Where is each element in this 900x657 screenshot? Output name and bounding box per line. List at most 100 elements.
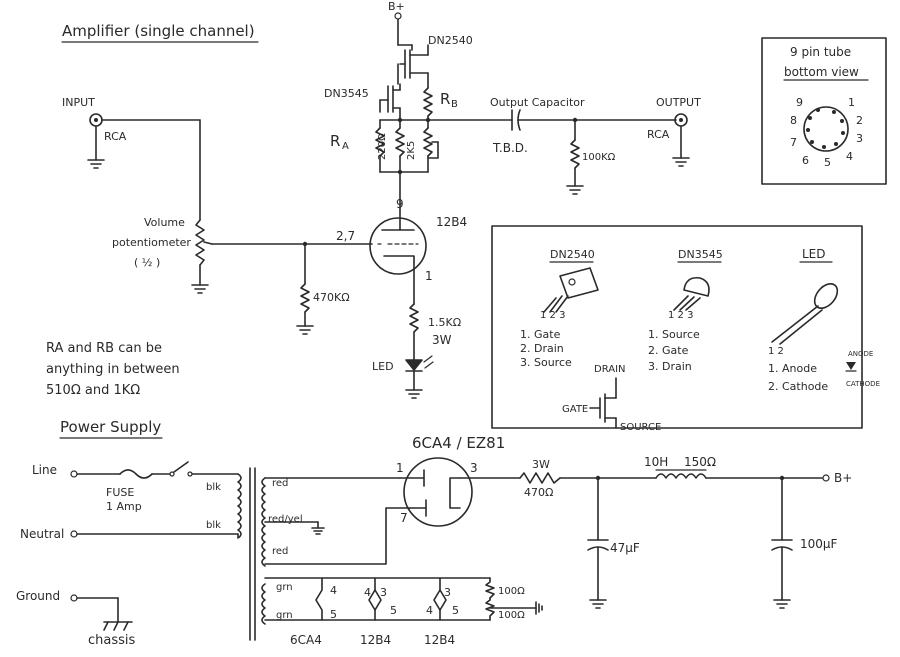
r470-label: 470Ω xyxy=(524,486,553,499)
ra-resistor xyxy=(375,127,385,157)
blk1-label: blk xyxy=(206,482,221,493)
ground-label: Ground xyxy=(16,589,60,603)
rect-pin1: 1 xyxy=(396,461,404,475)
ground-icon xyxy=(535,601,543,615)
pin-7: 7 xyxy=(790,136,797,149)
r100b-label: 100Ω xyxy=(498,610,525,621)
pin-1: 1 xyxy=(848,96,855,109)
h-p5b: 5 xyxy=(390,604,397,617)
ra-subscript: A xyxy=(342,141,349,152)
power-supply-section: Line FUSE 1 Amp blk Neutral blk red red/… xyxy=(16,434,852,648)
transformer-secondary-heater xyxy=(261,583,266,625)
legend-dn3545-nums: 1 2 3 xyxy=(668,310,693,321)
pin-4: 4 xyxy=(846,150,853,163)
led-symbol xyxy=(405,355,434,372)
amplifier-section: B+ DN2540 R B DN3545 xyxy=(46,0,701,399)
rb-subscript: B xyxy=(451,99,458,110)
rca-out-label: RCA xyxy=(647,128,670,141)
r3w-label: 3W xyxy=(532,458,550,471)
ground-icon xyxy=(773,599,791,609)
red1-label: red xyxy=(272,478,288,489)
led-package-icon xyxy=(771,283,839,345)
legend-dn3545-pin1: 1. Source xyxy=(648,328,700,341)
legend-led-nums: 1 2 xyxy=(768,346,784,357)
r100a-label: 100Ω xyxy=(498,586,525,597)
c47-label: 47µF xyxy=(610,541,640,555)
vol-label-1: Volume xyxy=(144,216,185,229)
tbd-label: T.B.D. xyxy=(492,141,528,155)
ground-icon xyxy=(311,521,325,535)
input-label: INPUT xyxy=(62,96,95,109)
volume-pot xyxy=(195,219,205,266)
ground-icon xyxy=(672,157,690,167)
legend-dn3545-pin3: 3. Drain xyxy=(648,360,692,373)
transformer-primary xyxy=(237,473,242,539)
neutral-label: Neutral xyxy=(20,527,64,541)
tube-label: 12B4 xyxy=(436,215,467,229)
pin-2: 2 xyxy=(856,114,863,127)
r100k-resistor xyxy=(570,139,580,169)
grn1-label: grn xyxy=(276,582,293,593)
pinout-title-2: bottom view xyxy=(784,65,859,79)
ground-icon xyxy=(87,159,105,169)
fuse-label-2: 1 Amp xyxy=(106,500,142,513)
h-p5c: 5 xyxy=(452,604,459,617)
pin-3: 3 xyxy=(856,132,863,145)
line-label: Line xyxy=(32,463,57,477)
pin9-label: 9 xyxy=(396,197,404,211)
h-p3b: 3 xyxy=(380,586,387,599)
c100-label: 100µF xyxy=(800,537,838,551)
chassis-label: chassis xyxy=(88,633,136,648)
r220-label: 220Ω xyxy=(377,133,388,160)
heater-12b4-a-label: 12B4 xyxy=(360,633,391,647)
tube-socket-icon xyxy=(803,106,849,152)
redyel-label: red/yel xyxy=(268,514,303,525)
legend-dn2540-nums: 1 2 3 xyxy=(540,310,565,321)
rb-label: R xyxy=(440,90,450,108)
inductor-10h xyxy=(655,473,707,479)
heater-12b4-a xyxy=(374,589,382,611)
ground-icon xyxy=(566,185,584,195)
legend-led-title: LED xyxy=(802,247,826,261)
led-label: LED xyxy=(372,360,394,373)
bplus-top-terminal xyxy=(394,12,402,20)
volume-pot-wiper xyxy=(203,241,213,245)
rectifier-label: 6CA4 / EZ81 xyxy=(412,434,505,452)
note-line-3: 510Ω and 1KΩ xyxy=(46,383,140,398)
fuse-label-1: FUSE xyxy=(106,486,134,499)
ground-icon xyxy=(191,284,209,294)
legend-cathode-label: CATHODE xyxy=(846,380,880,388)
ra-label: R xyxy=(330,132,340,150)
inductor-r-label: 150Ω xyxy=(684,455,716,469)
legend-led-pin2: 2. Cathode xyxy=(768,380,828,393)
to220-package-icon xyxy=(543,267,599,313)
bplus-terminal xyxy=(822,474,830,482)
rectifier-tube-symbol xyxy=(403,457,473,527)
rca-in-label: RCA xyxy=(104,130,127,143)
r15k-watt-label: 3W xyxy=(432,333,452,347)
mosfet-symbol-icon xyxy=(589,377,617,429)
line-terminal xyxy=(70,470,78,478)
r100a-resistor xyxy=(485,577,495,599)
heater-12b4-b xyxy=(439,589,447,611)
dn2540-symbol xyxy=(397,44,429,79)
led-mini-icon xyxy=(845,362,857,372)
fuse-symbol xyxy=(119,469,153,479)
r470k-label: 470KΩ xyxy=(313,291,350,304)
legend-dn3545-pin2: 2. Gate xyxy=(648,344,689,357)
legend-gate-label: GATE xyxy=(562,404,588,415)
rb-resistor xyxy=(423,87,433,117)
ground-icon xyxy=(589,599,607,609)
ground-terminal xyxy=(70,594,78,602)
output-label: OUTPUT xyxy=(656,96,701,109)
heater-6ca4-label: 6CA4 xyxy=(290,633,322,647)
component-legend-box: DN2540 1 2 3 1. Gate 2. Drain 3. Source … xyxy=(491,225,880,433)
amplifier-title: Amplifier (single channel) xyxy=(62,22,255,40)
r2k5-label: 2K5 xyxy=(406,141,417,160)
dn2540-label: DN2540 xyxy=(428,34,473,47)
pin27-label: 2,7 xyxy=(336,229,355,243)
legend-dn3545-title: DN3545 xyxy=(678,248,723,261)
pin-5: 5 xyxy=(824,156,831,169)
r220-resistor xyxy=(395,127,405,157)
